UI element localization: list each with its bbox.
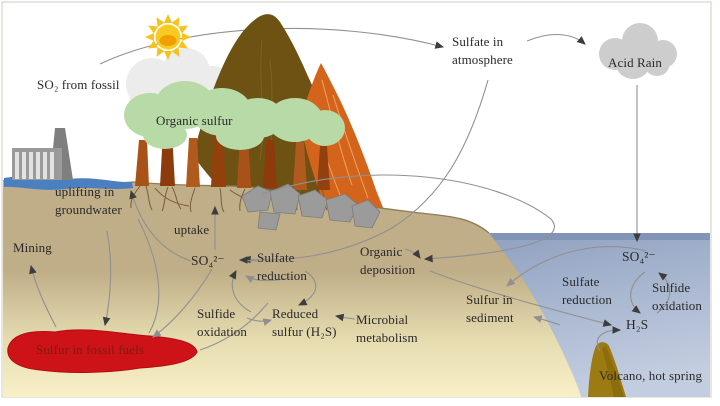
arrow-organic-deposition-small <box>404 248 421 259</box>
boulders <box>241 183 381 231</box>
acid-rain-cloud-icon <box>599 23 677 79</box>
label-uplifting-in-groundwater: uplifting in groundwater <box>55 184 122 218</box>
sun-icon <box>145 14 191 60</box>
arrow-sulfide-oxidation-to-reduced <box>246 317 273 326</box>
arrow-volcano-to-h2s <box>596 326 622 352</box>
groundwater-band <box>4 176 133 190</box>
arrow-atmosphere-to-so4-land <box>241 79 489 264</box>
label-sulfate-in-atmosphere: Sulfate in atmosphere <box>452 34 513 68</box>
arrow-organic-deposition-to-h2s <box>429 270 613 327</box>
label-reduced-sulfur: Reduced sulfur (H₂S) <box>272 306 337 340</box>
label-organic-sulfur: Organic sulfur <box>156 113 233 128</box>
label-sulfur-in-sediment: Sulfur in sediment <box>466 292 514 326</box>
arrow-bottom-arc <box>199 302 269 351</box>
forest-canopy <box>124 81 345 150</box>
label-acid-rain: Acid Rain <box>608 55 662 70</box>
arrow-fossil-to-mining <box>29 264 57 328</box>
arrow-sea-sulfide-oxidation <box>656 272 671 314</box>
label-sulfate-reduction-land: Sulfate reduction <box>257 250 307 284</box>
arrow-to-sediment <box>532 315 561 326</box>
arrow-sea-so4-to-sediment <box>506 246 647 287</box>
fossil-fuel-deposit <box>7 329 198 373</box>
label-microbial-metabolism: Microbial metabolism <box>356 312 418 346</box>
label-sulfate-reduction-sea: Sulfate reduction <box>562 274 612 308</box>
arrow-sulfate-reduction-to-so4 <box>238 256 258 264</box>
arrow-atmosphere-to-acid-rain <box>526 33 586 45</box>
label-so4-land: SO₄²⁻ <box>191 253 225 268</box>
volcano-icon <box>588 342 626 397</box>
label-so2-from-fossil: SO₂ from fossil <box>37 77 120 92</box>
arrow-groundwater-to-fossil <box>102 230 112 327</box>
arrow-groundwater-down <box>137 218 160 334</box>
arrow-so4-to-reduced-sulfur <box>298 270 317 306</box>
label-uptake: uptake <box>174 222 210 237</box>
arrow-so4-to-fossil <box>152 268 213 338</box>
label-so4-sea: SO₄²⁻ <box>622 249 656 264</box>
arrow-so4-to-groundwater <box>129 189 192 262</box>
arrow-reduced-sulfur-to-so4 <box>228 270 252 313</box>
label-organic-deposition: Organic deposition <box>360 244 416 278</box>
sea-surface <box>487 233 710 240</box>
arrow-sulfate-reduction-arc <box>245 275 292 284</box>
label-h2s-sea: H₂S <box>626 317 649 332</box>
label-sulfide-oxidation-land: Sulfide oxidation <box>197 306 248 340</box>
arrow-sea-sulfate-reduction <box>630 271 646 314</box>
flow-arrows <box>29 33 671 352</box>
factory-icon <box>12 128 73 180</box>
arrow-microbial-to-reduced <box>334 313 356 322</box>
label-sulfur-in-fossil-fuels: Sulfur in fossil fuels <box>36 342 145 357</box>
label-volcano-hot-spring: Volcano, hot spring <box>599 368 703 383</box>
arrow-land-to-organic-deposition <box>261 174 556 263</box>
label-sulfide-oxidation-sea: Sulfide oxidation <box>652 280 703 314</box>
label-mining: Mining <box>13 240 52 255</box>
